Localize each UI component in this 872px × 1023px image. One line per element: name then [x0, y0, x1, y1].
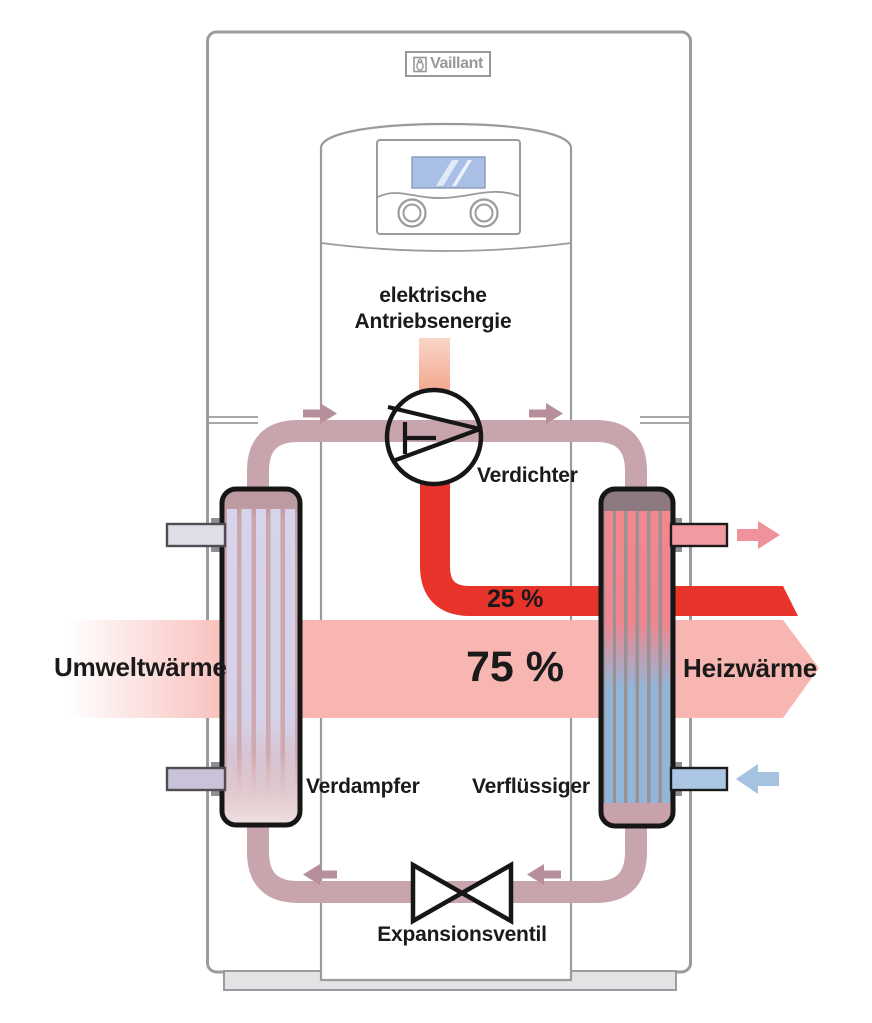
valve-right-triangle-icon	[457, 861, 514, 925]
control-panel	[376, 139, 521, 235]
condenser-header-top	[603, 491, 671, 511]
ambient-share-label: 75 %	[465, 643, 564, 691]
electric-share-label: 25 %	[487, 585, 544, 613]
control-panel-wave-line	[377, 190, 520, 199]
compressor-circle-icon	[384, 387, 484, 487]
vaillant-logo-text: Vaillant	[430, 55, 483, 72]
vaillant-logo: Vaillant	[405, 51, 491, 77]
flow-direction-arrows	[303, 403, 563, 885]
flow-arrow-top-right-icon	[529, 403, 563, 424]
front-panel-seam-curve	[320, 242, 572, 252]
source-inlet-pipe	[165, 766, 227, 792]
flow-arrow-top-left-icon	[303, 403, 337, 424]
hot-gas-band-path	[420, 437, 770, 616]
heat-output-label: Heizwärme	[683, 653, 818, 683]
condenser-header-bottom	[603, 803, 671, 825]
display-glare-icon	[436, 160, 459, 186]
hot-gas-25-band	[420, 437, 798, 616]
electric-energy-label: elektrische Antriebsenergie	[283, 283, 583, 335]
condenser-label: Verflüssiger	[472, 775, 590, 798]
valve-left-triangle-icon	[410, 861, 467, 925]
electric-energy-line1: elektrische	[379, 284, 487, 307]
refrigerant-pipe-top	[247, 420, 647, 500]
knob-right-inner	[474, 203, 494, 223]
condenser-outline	[598, 486, 676, 829]
compressor-symbol	[384, 387, 484, 487]
expansion-valve-symbol	[410, 861, 514, 925]
evaporator-outline	[219, 486, 303, 828]
hot-gas-band-end	[770, 586, 798, 616]
compressor-glyph-icon	[387, 404, 481, 463]
evaporator-exchanger	[211, 486, 303, 828]
heating-return-arrow-icon	[736, 764, 779, 794]
heating-flow-pipe	[669, 522, 729, 548]
condenser-interior	[603, 491, 671, 825]
cabinet-seam-lines	[209, 416, 690, 424]
condenser-tubes	[605, 505, 670, 805]
expansion-valve-label: Expansionsventil	[377, 923, 547, 946]
heating-return-pipe	[669, 766, 729, 792]
display-glare-icon	[452, 160, 472, 186]
compressor-label: Verdichter	[477, 464, 578, 487]
evaporator-tubes	[227, 509, 295, 803]
external-pipes	[165, 521, 780, 794]
ambient-heat-label: Umweltwärme	[54, 652, 227, 682]
flow-arrow-bottom-right-icon	[527, 864, 561, 885]
source-outlet-pipe	[165, 522, 227, 548]
heating-flow-arrow-icon	[737, 521, 780, 549]
evaporator-label: Verdampfer	[306, 775, 420, 798]
electric-energy-line2: Antriebsenergie	[354, 310, 512, 333]
flow-arrow-bottom-left-icon	[303, 864, 337, 885]
condenser-exchanger	[598, 486, 682, 829]
knob-left-inner	[402, 203, 422, 223]
vaillant-logo-icon	[413, 56, 427, 72]
